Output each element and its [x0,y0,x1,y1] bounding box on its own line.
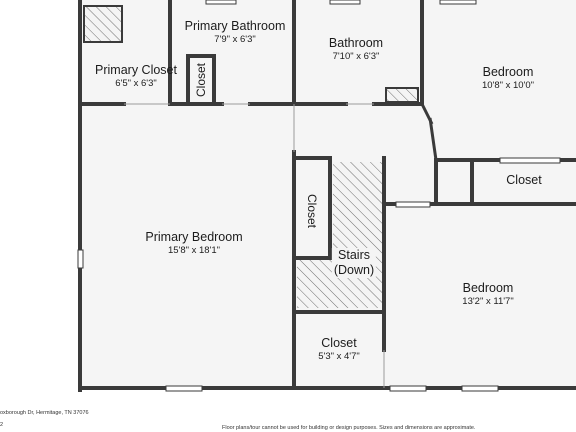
room-name: Closet [321,336,357,350]
windows [77,0,561,392]
primary-closet-shelf [83,5,123,43]
closet-vertical-label: Closet [305,193,319,229]
room-name: Primary Closet [95,63,177,77]
primary-bathroom-label: Primary Bathroom 7'9" x 6'3" [185,19,286,45]
door-openings [124,103,385,388]
room-name: Primary Bedroom [145,230,243,244]
stairs-line-1: Stairs [338,248,370,262]
bathroom-fixture [385,87,419,103]
stairs-label: Stairs (Down) [331,248,377,278]
small-closet-label: Closet [194,62,208,98]
room-dimensions: 15'8" x 18'1" [167,245,221,256]
stairs-line-2: (Down) [333,263,375,277]
primary-bedroom-label: Primary Bedroom 15'8" x 18'1" [145,230,242,256]
room-dimensions: 13'2" x 11'7" [462,296,514,307]
room-name: Bedroom [462,281,514,295]
room-name: Closet [506,173,542,187]
bedroom-top-right-label: Bedroom 10'8" x 10'0" [482,65,534,91]
bedroom-bottom-right-label: Bedroom 13'2" x 11'7" [462,281,513,307]
room-dimensions: 7'10" x 6'3" [332,51,380,62]
room-name: Bedroom [482,65,534,79]
room-dimensions: 7'9" x 6'3" [214,34,256,45]
primary-closet-label: Primary Closet 6'5" x 6'3" [95,63,177,89]
disclaimer-text: Floor plans/tour cannot be used for buil… [222,425,476,431]
footer-mark: 2 [0,422,4,428]
room-name: Bathroom [328,36,384,50]
room-name: Primary Bathroom [184,19,286,33]
bathroom-label: Bathroom 7'10" x 6'3" [329,36,383,62]
closet-right-label: Closet [506,173,541,188]
angled-walls [420,103,438,161]
address-text: oxborough Dr, Hermitage, TN 37076 [0,410,89,416]
room-dimensions: 6'5" x 6'3" [115,78,157,89]
closet-bottom-label: Closet 5'3" x 4'7" [318,336,360,362]
walls [78,0,576,392]
room-dimensions: 5'3" x 4'7" [318,351,360,362]
room-dimensions: 10'8" x 10'0" [481,80,535,91]
